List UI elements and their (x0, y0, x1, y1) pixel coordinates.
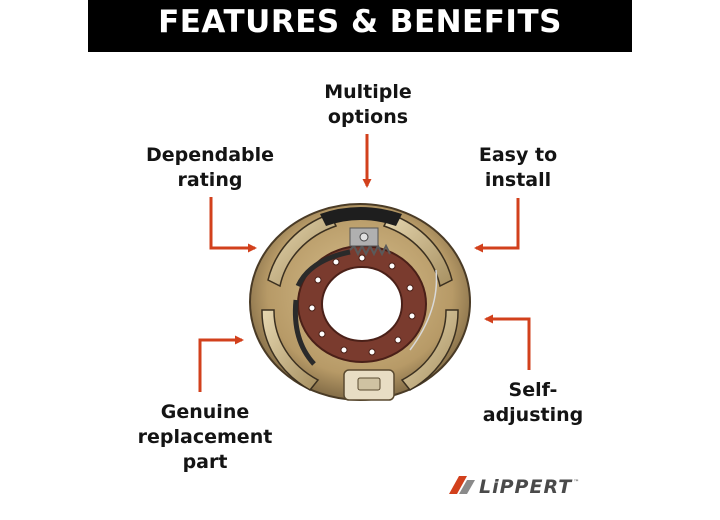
callout-line: rating (177, 169, 243, 191)
callout-line: adjusting (482, 404, 584, 426)
callout-easy-to-install: Easy to install (468, 143, 568, 193)
callout-genuine-replacement-part: Genuine replacement part (130, 400, 280, 475)
arrow-right-top (474, 198, 520, 253)
brand-name: LiPPERT (479, 476, 573, 498)
callout-line: options (327, 106, 409, 128)
callout-multiple-options: Multiple options (318, 80, 418, 130)
callout-line: part (182, 451, 228, 473)
callout-line: Dependable (145, 144, 275, 166)
header-banner: FEATURES & BENEFITS (88, 0, 632, 52)
lippert-chevron-icon (447, 474, 477, 500)
callout-dependable-rating: Dependable rating (140, 143, 280, 193)
callout-self-adjusting: Self- adjusting (478, 378, 588, 428)
callout-line: Multiple (324, 81, 412, 103)
callout-line: replacement (137, 426, 273, 448)
brand-logo: LiPPERT ™ (447, 474, 579, 500)
arrow-left-bottom (198, 335, 244, 392)
callout-line: install (484, 169, 552, 191)
brand-trademark: ™ (573, 478, 580, 486)
callout-line: Genuine (160, 401, 250, 423)
callout-line: Easy to (478, 144, 558, 166)
arrow-right-bottom (484, 314, 531, 370)
arrow-left-top (209, 197, 257, 253)
callout-line: Self- (508, 379, 558, 401)
brake-assembly-image (249, 203, 471, 401)
page-title: FEATURES & BENEFITS (158, 4, 562, 40)
